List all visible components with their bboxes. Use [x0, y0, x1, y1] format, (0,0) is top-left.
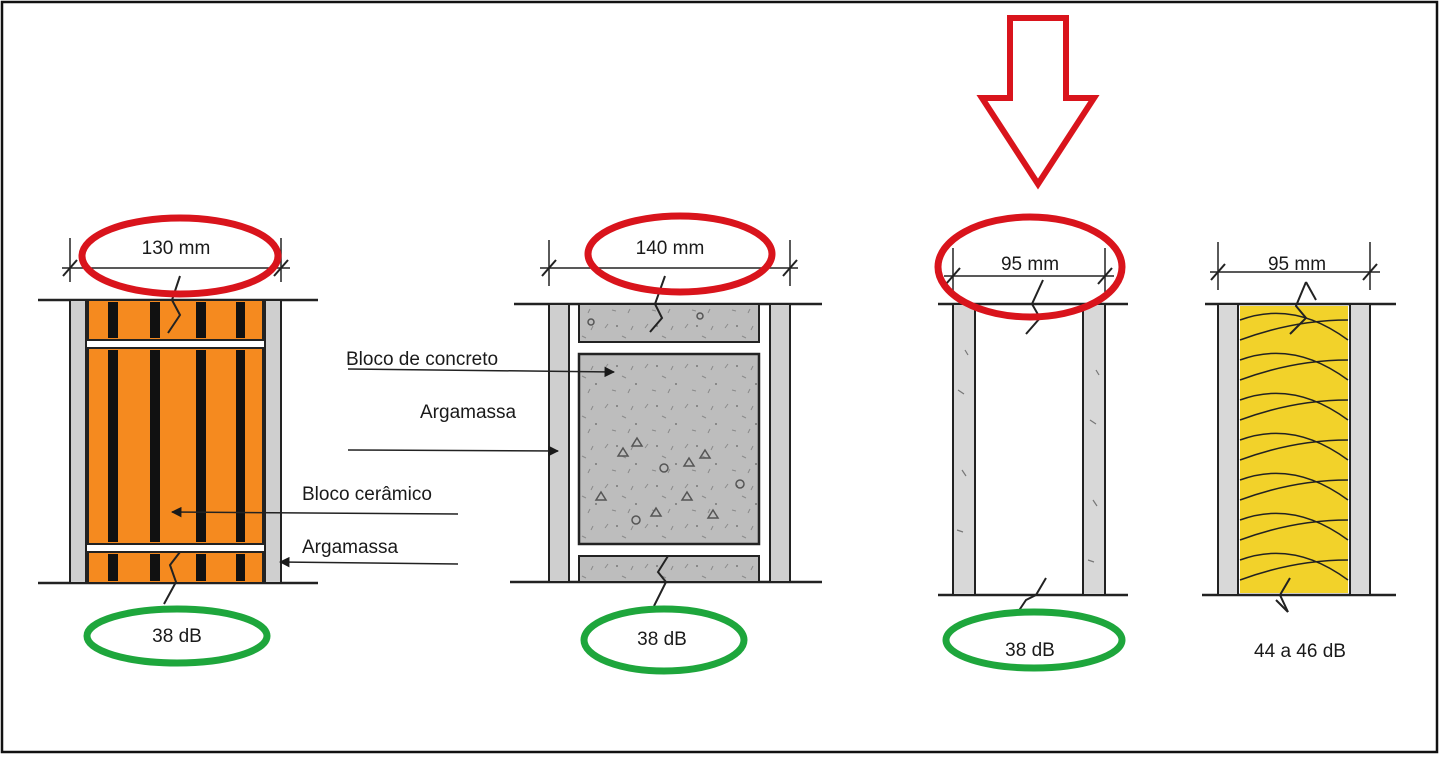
rating-label-drywall: 38 dB: [1005, 640, 1055, 661]
thickness-highlight-ellipse: [78, 214, 282, 298]
rating-label-ceramic: 38 dB: [152, 626, 202, 647]
wall-drywall-wool: 95 mm 44 a 46 dB: [1202, 242, 1396, 662]
drywall-board-left: [1217, 303, 1239, 596]
drywall-board-right: [1082, 303, 1106, 596]
wall-drywall: 95 mm 38 dB: [934, 15, 1128, 672]
concrete-block-middle: [577, 352, 761, 546]
concrete-block-top: [578, 303, 760, 343]
thickness-label-drywall: 95 mm: [1001, 254, 1059, 275]
highlight-arrow-icon: [976, 15, 1100, 190]
rating-highlight-ellipse: [83, 605, 271, 667]
thickness-label-drywall-wool: 95 mm: [1268, 254, 1326, 275]
label-ceramic-mortar: Argamassa: [302, 537, 399, 558]
rating-highlight-ellipse: [580, 605, 748, 675]
label-concrete-block: Bloco de concreto: [346, 349, 498, 370]
mineral-wool-fill: [1240, 306, 1348, 593]
drywall-board-left: [952, 303, 976, 596]
mineral-wool-pattern: [1239, 312, 1349, 581]
thickness-highlight-ellipse: [584, 212, 776, 296]
thickness-label-concrete: 140 mm: [636, 238, 705, 259]
rating-label-concrete: 38 dB: [637, 629, 687, 650]
thickness-highlight-ellipse: [934, 213, 1126, 321]
wall-concrete: 140 mm 38 dB Bloco de concreto Argamassa: [346, 212, 822, 675]
label-concrete-mortar: Argamassa: [420, 402, 517, 423]
rating-highlight-ellipse: [942, 608, 1126, 672]
drywall-board-right: [1349, 303, 1371, 596]
rating-label-drywall-wool: 44 a 46 dB: [1254, 641, 1346, 662]
concrete-block-bottom: [578, 555, 760, 583]
wall-ceramic: 130 mm 38 dB Bloco cerâmico Argamassa: [38, 214, 459, 667]
label-ceramic-block: Bloco cerâmico: [302, 484, 432, 505]
thickness-label-ceramic: 130 mm: [142, 238, 211, 259]
